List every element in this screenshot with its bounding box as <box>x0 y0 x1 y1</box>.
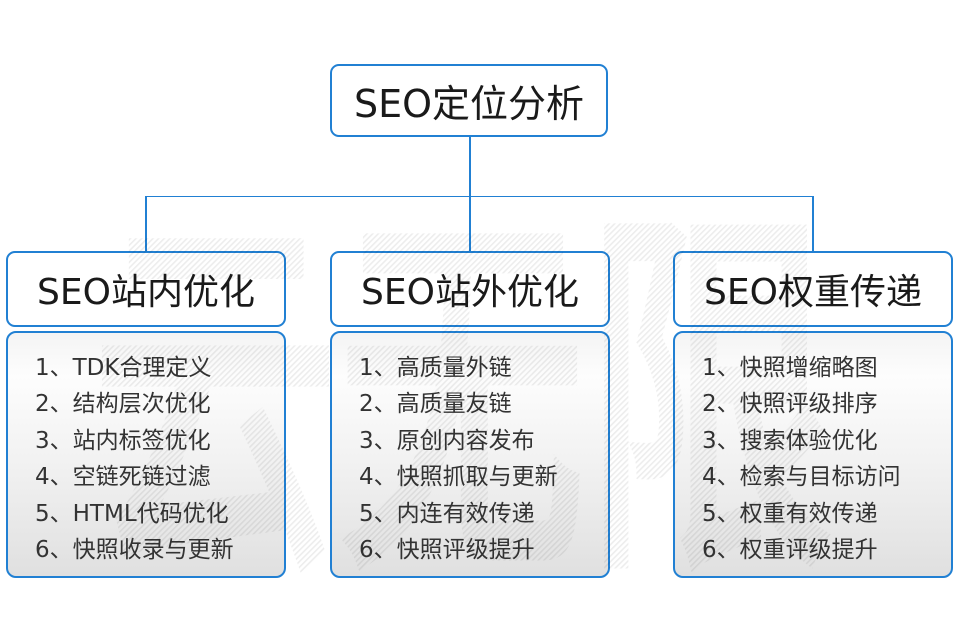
list-item: 2、结构层次优化 <box>35 391 211 418</box>
list-item: 5、内连有效传递 <box>359 500 535 527</box>
list-item: 6、快照评级提升 <box>359 537 535 564</box>
connector-right-down <box>812 196 814 252</box>
list-item: 3、搜索体验优化 <box>702 427 878 454</box>
list-item: 1、高质量外链 <box>359 355 512 381</box>
connector-root-down <box>469 137 471 196</box>
list-item: 4、空链死链过滤 <box>35 464 211 491</box>
list-item: 6、快照收录与更新 <box>35 537 234 564</box>
list-item: 6、权重评级提升 <box>702 537 878 564</box>
list-item: 1、TDK合理定义 <box>35 355 212 381</box>
connector-mid-down <box>469 196 471 253</box>
list-item: 5、权重有效传递 <box>702 500 878 527</box>
list-item: 2、高质量友链 <box>359 391 512 418</box>
list-item: 4、快照抓取与更新 <box>359 464 558 491</box>
list-item: 4、检索与目标访问 <box>702 464 901 491</box>
branch-list-offsite: 1、高质量外链 2、高质量友链 3、原创内容发布 4、快照抓取与更新 5、内连有… <box>330 331 610 578</box>
connector-horizontal <box>145 195 813 197</box>
branch-list-weight: 1、快照增缩略图 2、快照评级排序 3、搜索体验优化 4、检索与目标访问 5、权… <box>673 331 953 578</box>
list-item: 2、快照评级排序 <box>702 391 878 418</box>
list-item: 5、HTML代码优化 <box>35 500 229 527</box>
list-item: 3、站内标签优化 <box>35 427 211 454</box>
root-title: SEO定位分析 <box>353 82 585 126</box>
branch-title: SEO权重传递 <box>704 272 922 313</box>
branch-header-weight: SEO权重传递 <box>673 251 953 327</box>
list-item: 1、快照增缩略图 <box>702 355 878 381</box>
branch-header-offsite: SEO站外优化 <box>330 251 610 327</box>
list-item: 3、原创内容发布 <box>359 427 535 454</box>
branch-header-onsite: SEO站内优化 <box>6 251 286 327</box>
connector-left-down <box>145 196 147 253</box>
branch-title: SEO站内优化 <box>37 272 255 313</box>
root-node: SEO定位分析 <box>330 64 608 137</box>
branch-title: SEO站外优化 <box>361 272 579 313</box>
branch-list-onsite: 1、TDK合理定义 2、结构层次优化 3、站内标签优化 4、空链死链过滤 5、H… <box>6 331 286 578</box>
